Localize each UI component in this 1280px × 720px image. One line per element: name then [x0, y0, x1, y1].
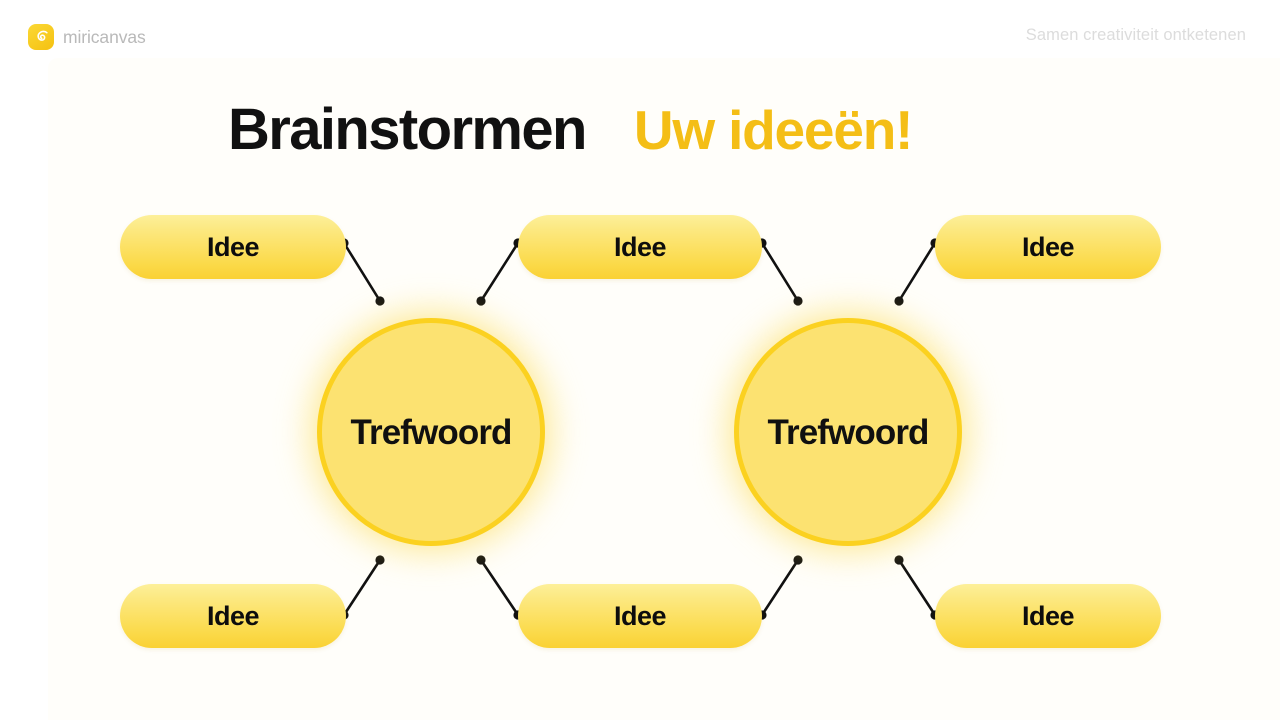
connector-line	[479, 241, 520, 303]
connector-line	[897, 241, 937, 303]
idea-pill-label: Idee	[613, 231, 667, 262]
idea-pill-label: Idee	[1021, 231, 1075, 262]
page-subtitle-accent: Uw ideeën!	[633, 98, 914, 161]
idea-pill-label: Idee	[206, 600, 260, 631]
title-row: Brainstormen Uw ideeën!	[0, 92, 1280, 168]
hub-label: Trefwoord	[767, 412, 929, 452]
idea-pill[interactable]: Idee	[935, 584, 1161, 648]
miricanvas-swirl-icon	[28, 24, 54, 50]
hub-disc: Trefwoord	[317, 318, 545, 546]
hub-circle[interactable]: Trefwoord	[301, 302, 561, 562]
hub-disc: Trefwoord	[734, 318, 962, 546]
hub-circle[interactable]: Trefwoord	[718, 302, 978, 562]
brand-logo[interactable]: miricanvas	[28, 24, 146, 50]
idea-pill-label: Idee	[613, 600, 667, 631]
hub-label: Trefwoord	[350, 412, 512, 452]
idea-pill[interactable]: Idee	[120, 584, 346, 648]
connector-line	[760, 241, 800, 303]
brand-name: miricanvas	[63, 26, 146, 47]
idea-pill-label: Idee	[206, 231, 260, 262]
idea-pill[interactable]: Idee	[518, 215, 762, 279]
connector-line	[479, 558, 520, 617]
connector-line	[897, 558, 937, 617]
connector-line	[760, 558, 800, 617]
idea-pill-label: Idee	[1021, 600, 1075, 631]
idea-pill[interactable]: Idee	[120, 215, 346, 279]
idea-pill[interactable]: Idee	[935, 215, 1161, 279]
connector-line	[342, 241, 382, 303]
idea-pill[interactable]: Idee	[518, 584, 762, 648]
header-tagline: Samen creativiteit ontketenen	[1025, 26, 1246, 44]
page-title: Brainstormen	[228, 97, 587, 162]
connector-line	[342, 558, 382, 617]
